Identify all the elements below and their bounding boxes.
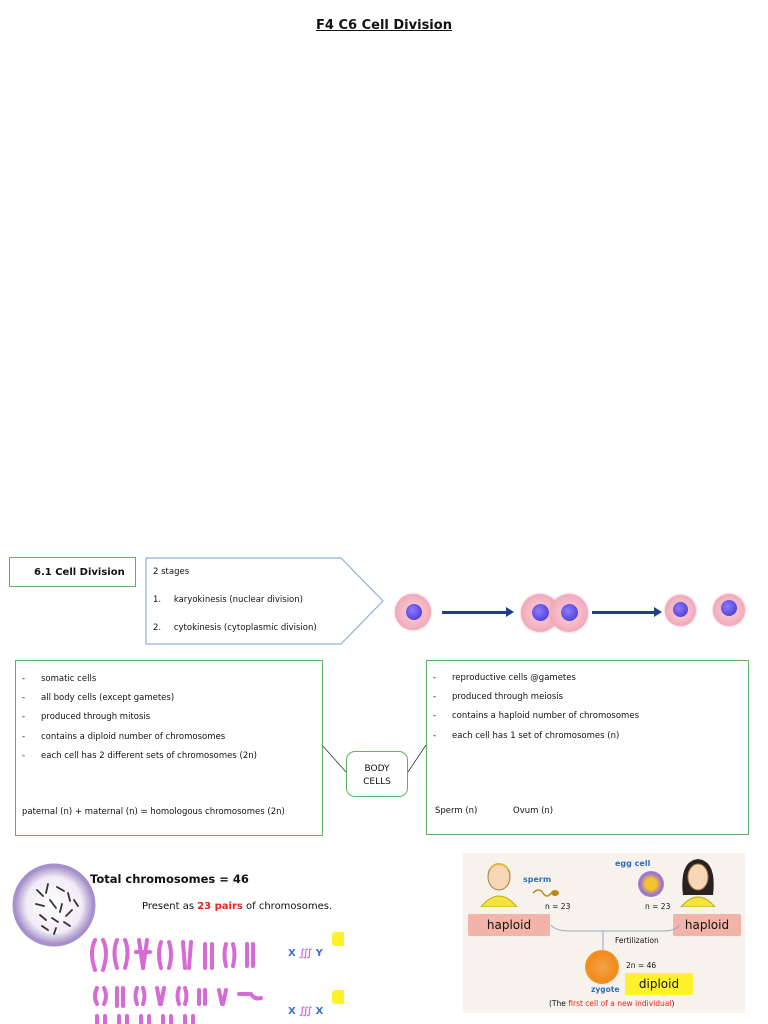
caption-pre: (The — [549, 999, 569, 1008]
stage-text: cytokinesis (cytoplasmic division) — [173, 623, 317, 633]
fertilization-figure: sperm egg cell n = 23 n = 23 haploid hap… — [463, 853, 745, 1013]
nucleus-icon — [406, 604, 422, 620]
dividing-cell-right — [550, 594, 588, 632]
egg-caption: egg cell — [615, 859, 651, 868]
stage-number: 2. — [153, 623, 162, 633]
gametes-list: reproductive cells @gametes produced thr… — [427, 673, 742, 750]
daughter-cell-1 — [665, 595, 696, 626]
parent-cell — [395, 594, 431, 630]
arrow-right-icon — [442, 607, 514, 617]
fertilization-caption: Fertilization — [615, 936, 659, 945]
zygote-caption: zygote — [591, 985, 620, 994]
highlight-marker — [332, 932, 344, 946]
list-item: reproductive cells @gametes — [427, 673, 742, 692]
nucleus-icon — [532, 604, 549, 621]
zygote-icon — [585, 950, 619, 984]
ovum-label: Ovum (n) — [513, 806, 554, 816]
list-item: each cell has 1 set of chromosomes (n) — [427, 731, 742, 750]
x-label: X — [288, 1006, 296, 1017]
stage-number: 1. — [153, 595, 162, 605]
somatic-cells-box: somatic cells all body cells (except gam… — [15, 660, 323, 836]
section-label: 6.1 Cell Division — [34, 567, 125, 578]
sex-chromosomes-male: X ∭ X — [288, 1006, 324, 1017]
stages-callout-shape — [145, 557, 384, 645]
list-item: produced through mitosis — [16, 712, 316, 731]
fertilization-bracket — [550, 924, 680, 953]
arrow-right-icon — [592, 607, 662, 617]
body-cells-label: BODY CELLS — [346, 751, 408, 797]
pairs-count: 23 pairs — [197, 901, 243, 912]
diploid-badge: diploid — [625, 973, 693, 995]
pairs-suffix: of chromosomes. — [242, 901, 333, 912]
total-chromosomes: Total chromosomes = 46 — [90, 872, 249, 886]
stage-item-1: 1. karyokinesis (nuclear division) — [153, 595, 303, 605]
gametes-box: reproductive cells @gametes produced thr… — [426, 660, 749, 835]
egg-cell-icon — [638, 871, 664, 897]
body-cells-line1: BODY — [364, 764, 390, 774]
caption-post: ) — [671, 999, 675, 1008]
zygote-note: (The first cell of a new individual) — [549, 999, 674, 1008]
pairs-caption: Present as 23 pairs of chromosomes. — [142, 901, 332, 912]
dividing-cell-left — [521, 594, 559, 632]
nucleus-icon — [673, 602, 688, 617]
sperm-label: Sperm (n) — [435, 806, 478, 816]
chromosome-cell-icon — [12, 863, 96, 947]
karyotype-chromosomes — [90, 938, 263, 1024]
list-item: somatic cells — [16, 674, 316, 693]
male-person-icon — [480, 863, 518, 907]
haploid-left-badge: haploid — [468, 914, 550, 936]
nucleus-icon — [561, 604, 578, 621]
section-heading: 6.1 Cell Division — [9, 557, 136, 587]
sperm-n-value: n = 23 — [545, 902, 571, 911]
karyotype-figure: Total chromosomes = 46 Present as 23 pai… — [12, 860, 344, 1024]
y-label: Y — [315, 948, 323, 959]
caption-highlight: first cell of a new individual — [568, 999, 672, 1008]
list-item: contains a diploid number of chromosomes — [16, 732, 316, 751]
sperm-caption: sperm — [523, 875, 552, 884]
haploid-right-badge: haploid — [673, 914, 741, 936]
x-label: X — [288, 948, 296, 959]
stage-text: karyokinesis (nuclear division) — [173, 595, 303, 605]
somatic-cells-list: somatic cells all body cells (except gam… — [16, 674, 316, 770]
two-n-value: 2n = 46 — [626, 961, 657, 970]
pairs-prefix: Present as — [142, 901, 198, 912]
egg-n-value: n = 23 — [645, 902, 671, 911]
nucleus-icon — [721, 600, 737, 616]
body-cells-line2: CELLS — [363, 777, 391, 787]
daughter-cell-2 — [713, 594, 745, 626]
list-item: contains a haploid number of chromosomes — [427, 711, 742, 730]
list-item: all body cells (except gametes) — [16, 693, 316, 712]
highlight-marker — [332, 990, 344, 1004]
female-person-icon — [680, 859, 716, 907]
sperm-icon — [532, 889, 559, 897]
list-item: produced through meiosis — [427, 692, 742, 711]
sex-chromosomes-female: X ∭ Y — [288, 948, 323, 959]
homologous-note: paternal (n) + maternal (n) = homologous… — [22, 807, 285, 817]
x-label: X — [315, 1006, 324, 1017]
list-item: each cell has 2 different sets of chromo… — [16, 751, 316, 770]
stage-item-2: 2. cytokinesis (cytoplasmic division) — [153, 623, 317, 633]
stages-heading: 2 stages — [153, 567, 190, 577]
page-title: F4 C6 Cell Division — [316, 18, 452, 33]
